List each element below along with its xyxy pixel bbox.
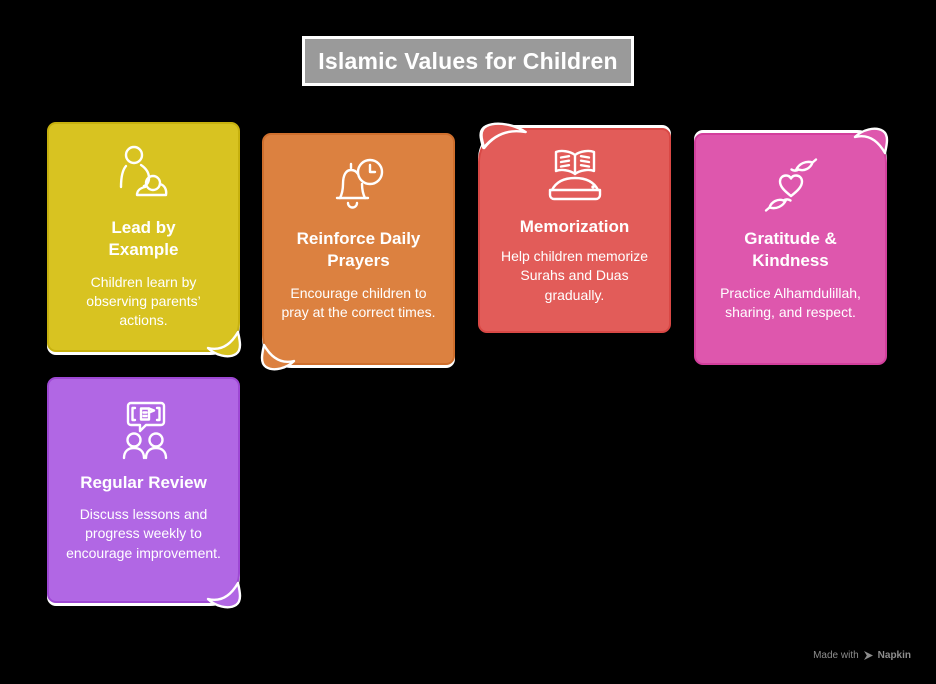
page-title: Islamic Values for Children [302,36,634,86]
card-body: Encourage children to pray at the correc… [281,284,436,320]
page-curl-icon [853,127,889,155]
card-sheet: Reinforce Daily Prayers Encourage childr… [262,133,455,365]
page-title-text: Islamic Values for Children [318,47,618,74]
page-curl-icon [206,581,242,609]
card-memorization: Memorization Help children memorize Sura… [478,122,671,333]
card-title: Gratitude & Kindness [744,229,837,271]
card-sheet: Memorization Help children memorize Sura… [478,128,671,333]
napkin-logo-icon [863,651,873,660]
made-with-napkin-link[interactable]: Made with Napkin [813,650,911,661]
card-title: Regular Review [80,473,207,492]
discussion-icon [122,401,167,460]
card-reinforce-daily-prayers: Reinforce Daily Prayers Encourage childr… [260,133,455,371]
card-lead-by-example: Lead by Example Children learn by observ… [47,122,242,358]
card-sheet: Regular Review Discuss lessons and progr… [47,377,240,603]
card-title: Memorization [519,217,630,236]
card-title: Lead by Example [108,218,179,260]
page-curl-icon [479,122,527,150]
hands-heart-icon [764,158,817,212]
bell-clock-icon [335,158,383,209]
card-regular-review: Regular Review Discuss lessons and progr… [47,377,242,609]
card-body: Children learn by observing parents’ act… [86,273,201,328]
card-body: Help children memorize Surahs and Duas g… [500,248,649,303]
page-curl-icon [260,343,296,371]
card-title: Reinforce Daily Prayers [296,229,421,271]
card-sheet: Lead by Example Children learn by observ… [47,122,240,352]
quran-book-icon [548,149,601,201]
card-body: Practice Alhamdulillah, sharing, and res… [720,284,861,320]
watermark-prefix: Made with [813,650,859,661]
page-curl-icon [206,330,242,358]
card-gratitude-kindness: Gratitude & Kindness Practice Alhamdulil… [694,127,889,365]
card-body: Discuss lessons and progress weekly to e… [66,506,221,561]
parent-child-icon [119,145,167,197]
card-sheet: Gratitude & Kindness Practice Alhamdulil… [694,133,887,365]
watermark-brand: Napkin [877,650,911,661]
